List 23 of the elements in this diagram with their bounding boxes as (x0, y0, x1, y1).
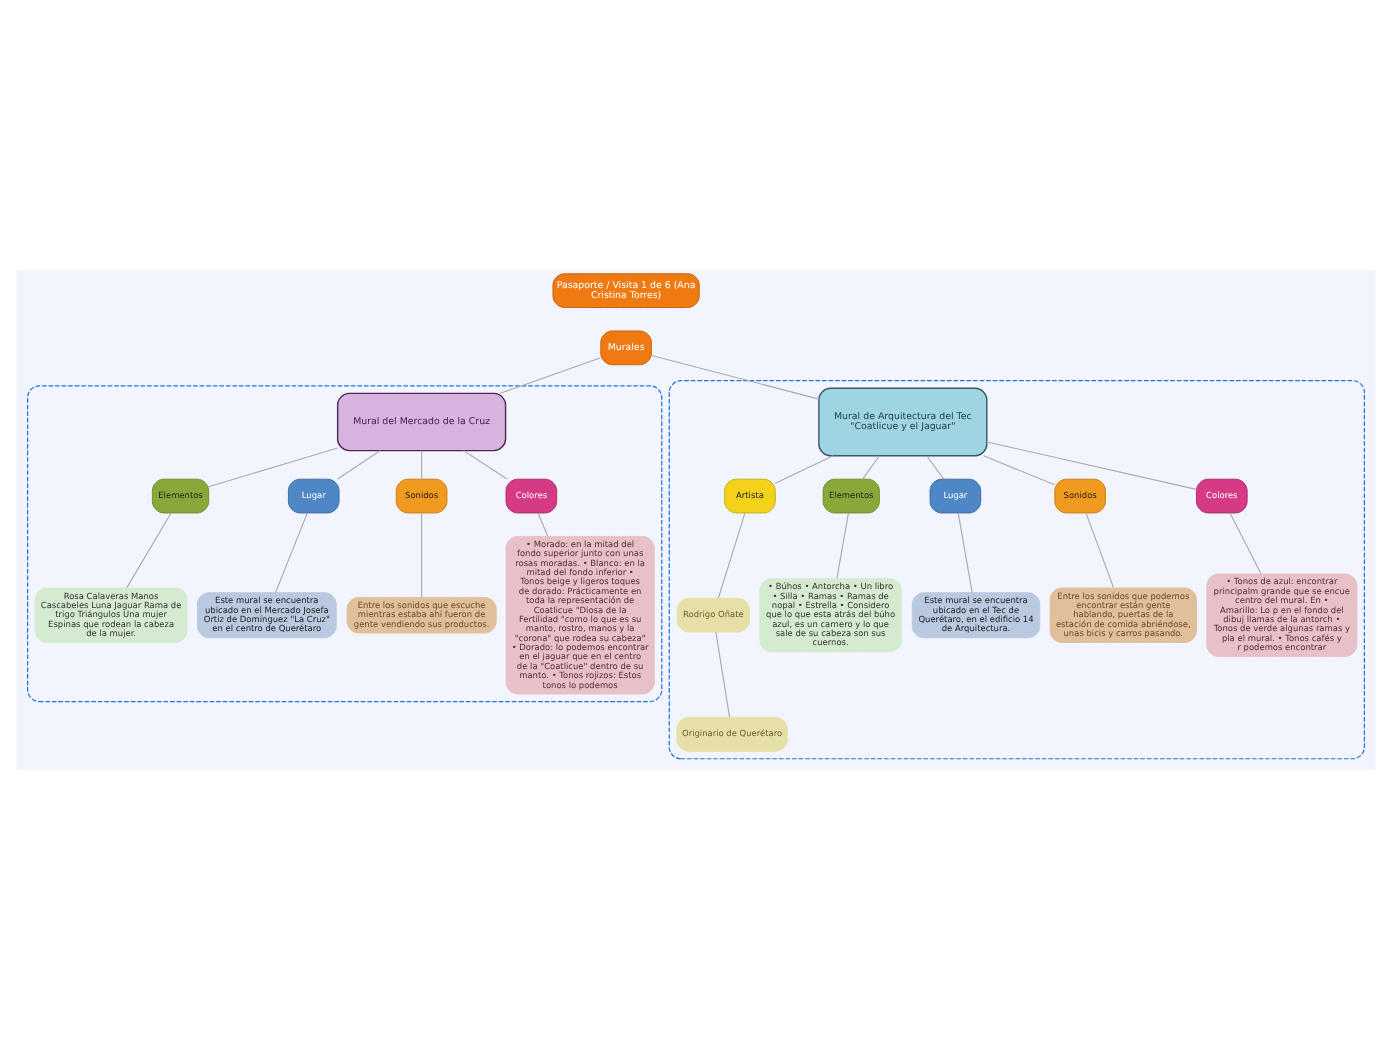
connector (463, 450, 508, 480)
connector (1085, 512, 1115, 589)
connector (1229, 512, 1262, 575)
connector (774, 455, 834, 484)
connector (421, 450, 423, 480)
connector (537, 512, 549, 537)
connector (337, 450, 381, 480)
connector (717, 512, 746, 599)
connector (926, 455, 945, 480)
connector (862, 455, 880, 480)
connector (715, 631, 731, 718)
cluster (668, 380, 1365, 760)
connector (421, 512, 423, 598)
connector (836, 512, 849, 579)
connector (982, 455, 1056, 486)
connector (499, 357, 602, 394)
connector (126, 512, 172, 589)
connector (651, 354, 820, 400)
connector (208, 447, 339, 488)
connector (957, 512, 973, 593)
connector (275, 512, 308, 593)
connector (986, 441, 1197, 490)
cluster (27, 385, 663, 703)
